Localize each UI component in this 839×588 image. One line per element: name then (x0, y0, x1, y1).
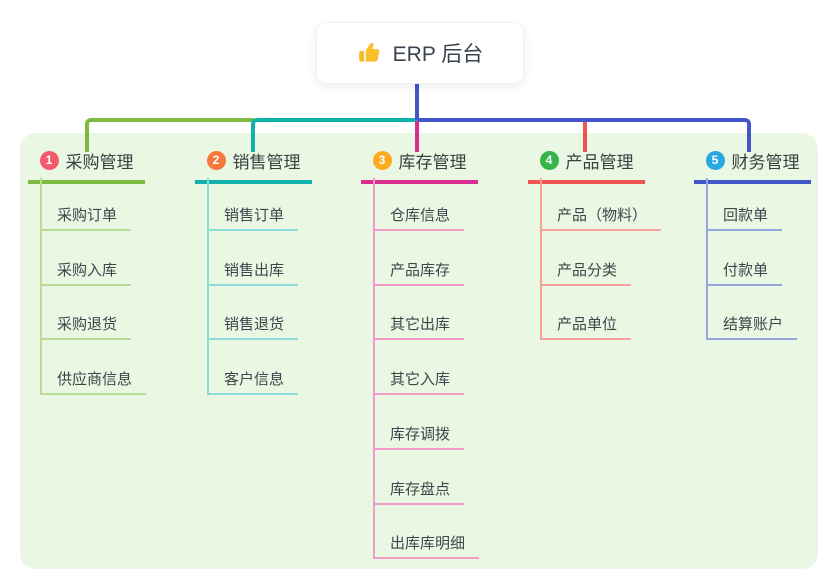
branch-header[interactable]: 2 销售管理 (195, 148, 312, 184)
connector-root (415, 80, 419, 120)
branch-trunk-line (207, 178, 209, 396)
branch-header[interactable]: 4 产品管理 (528, 148, 645, 184)
branch-header[interactable]: 5 财务管理 (694, 148, 811, 184)
branch-item[interactable]: 产品库存 (373, 262, 465, 286)
branches-panel (20, 133, 818, 569)
branch-item[interactable]: 销售订单 (207, 207, 299, 231)
thumbs-up-icon (357, 40, 383, 66)
branch-item[interactable]: 结算账户 (706, 316, 798, 341)
branch-item[interactable]: 库存调拨 (373, 426, 465, 450)
branch-item[interactable]: 仓库信息 (373, 207, 465, 231)
branch-item[interactable]: 产品分类 (540, 262, 632, 286)
branch-label: 产品管理 (565, 153, 634, 172)
branch-trunk-line (40, 178, 42, 396)
connector-branch-2 (251, 118, 418, 152)
branch-trunk-line (706, 178, 708, 341)
connector-branch-5 (417, 118, 751, 152)
branch-label: 财务管理 (731, 153, 800, 172)
branch-trunk-line (540, 178, 542, 341)
branch-item[interactable]: 其它出库 (373, 316, 465, 341)
branch-item[interactable]: 采购订单 (40, 207, 132, 231)
branch-header[interactable]: 1 采购管理 (28, 148, 145, 184)
branch-item[interactable]: 其它入库 (373, 371, 465, 396)
root-node[interactable]: ERP 后台 (316, 22, 524, 84)
branch-item[interactable]: 出库库明细 (373, 535, 480, 560)
branch-label: 销售管理 (232, 153, 301, 172)
branch-item[interactable]: 采购入库 (40, 262, 132, 286)
branch-item[interactable]: 采购退货 (40, 316, 132, 341)
branch-number-badge: 3 (372, 151, 392, 170)
branch-number-badge: 1 (39, 151, 59, 170)
branch-item[interactable]: 产品（物料） (540, 207, 662, 231)
branch-item[interactable]: 销售出库 (207, 262, 299, 286)
branch-item[interactable]: 客户信息 (207, 371, 299, 396)
root-title: ERP 后台 (392, 43, 484, 66)
branch-number-badge: 2 (206, 151, 226, 170)
branch-label: 采购管理 (65, 153, 134, 172)
branch-item[interactable]: 销售退货 (207, 316, 299, 341)
branch-item[interactable]: 回款单 (706, 207, 783, 231)
branch-item[interactable]: 产品单位 (540, 316, 632, 341)
branch-item[interactable]: 库存盘点 (373, 481, 465, 505)
branch-label: 库存管理 (398, 153, 467, 172)
branch-trunk-line (373, 178, 375, 560)
connector-branch-4 (583, 118, 587, 152)
connector-branch-3 (415, 121, 419, 152)
branch-item[interactable]: 供应商信息 (40, 371, 147, 396)
connector-branch-1 (85, 118, 254, 152)
branch-number-badge: 4 (539, 151, 559, 170)
branch-item[interactable]: 付款单 (706, 262, 783, 286)
branch-number-badge: 5 (705, 151, 725, 170)
branch-header[interactable]: 3 库存管理 (361, 148, 478, 184)
